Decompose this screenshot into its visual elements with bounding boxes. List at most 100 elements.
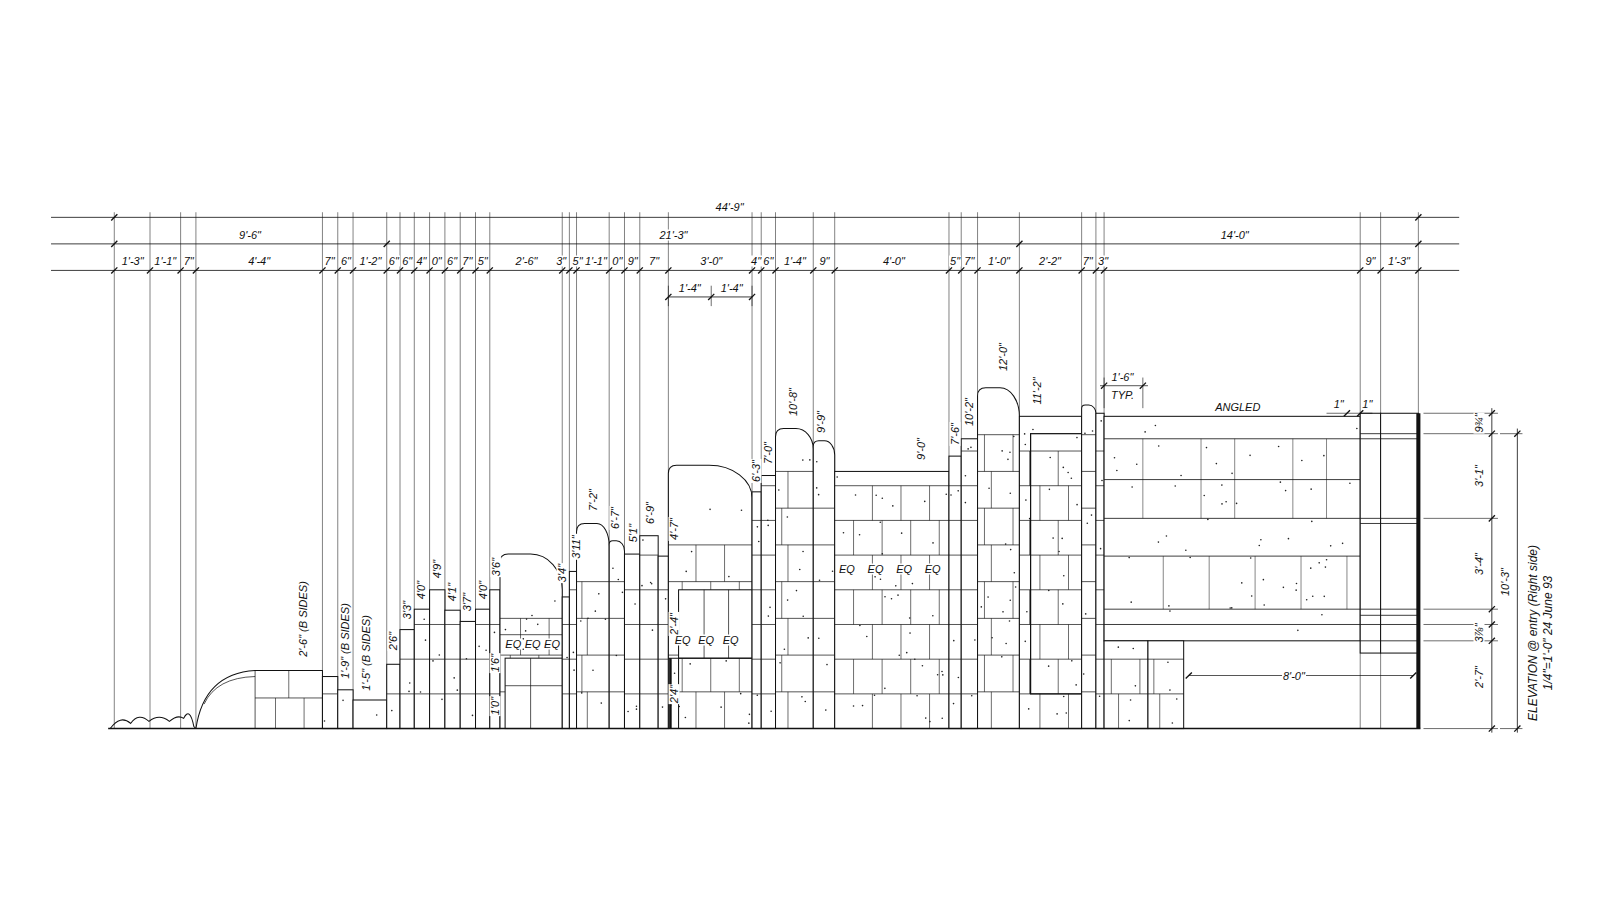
- drawing-line: [1013, 508, 1014, 545]
- dimension-label: 7'-0": [763, 441, 774, 465]
- drawing-line: [1096, 451, 1104, 452]
- stone-speckle: [1015, 586, 1017, 588]
- stone-speckle: [1263, 579, 1265, 581]
- stone-speckle: [1180, 475, 1182, 477]
- stone-speckle: [1009, 451, 1011, 453]
- drawing-line: [724, 692, 725, 729]
- drawing-line: [1104, 479, 1360, 480]
- dimension-label: 3": [555, 256, 567, 267]
- drawing-line: [1100, 385, 1148, 386]
- drawing-line: [581, 655, 582, 692]
- stone-speckle: [769, 607, 771, 609]
- stone-speckle: [965, 475, 967, 477]
- stone-speckle: [843, 532, 845, 534]
- drawing-line: [1491, 408, 1492, 732]
- stone-speckle: [970, 447, 972, 449]
- stone-speckle: [526, 618, 528, 620]
- drawing-line: [457, 267, 463, 273]
- drawing-line: [961, 485, 977, 486]
- stone-speckle: [537, 624, 539, 626]
- drawing-line: [728, 590, 729, 658]
- dimension-label: 3'-4": [1473, 552, 1484, 576]
- stone-column: [476, 609, 490, 728]
- drawing-line: [991, 471, 992, 508]
- drawing-line: [776, 508, 814, 509]
- stone-speckle: [891, 598, 893, 600]
- stone-speckle: [1128, 720, 1130, 722]
- drawing-line: [637, 267, 643, 273]
- stone-speckle: [1032, 429, 1034, 431]
- drawing-line: [710, 655, 711, 692]
- drawing-line: [319, 267, 325, 273]
- drawing-line: [781, 508, 782, 545]
- stone-speckle: [600, 702, 602, 704]
- stone-column: [1096, 413, 1104, 728]
- drawing-line: [961, 693, 977, 694]
- drawing-line: [776, 544, 814, 545]
- drawing-line: [1058, 590, 1059, 625]
- stone-speckle: [1169, 689, 1171, 691]
- dimension-label: 6'-9": [645, 501, 656, 525]
- drawing-line: [606, 267, 612, 273]
- dimension-label: 1": [1333, 399, 1345, 410]
- curved-planter: [196, 670, 323, 728]
- stone-speckle: [1100, 420, 1102, 422]
- drawing-line: [384, 267, 390, 273]
- stone-speckle: [598, 593, 600, 595]
- stone-speckle: [634, 603, 636, 605]
- stone-speckle: [1136, 463, 1138, 465]
- drawing-line: [1423, 609, 1497, 610]
- drawing-line: [624, 589, 639, 590]
- stone-speckle: [1207, 519, 1209, 521]
- stone-speckle: [432, 660, 434, 662]
- dimension-label: 1'6": [489, 653, 500, 673]
- stone-speckle: [1067, 472, 1069, 474]
- drawing-line: [500, 655, 562, 656]
- stone-speckle: [1231, 607, 1233, 609]
- stone-column: [445, 610, 460, 728]
- drawing-line: [787, 471, 788, 508]
- dimension-label: 1'-4": [783, 256, 807, 267]
- stone-column: [752, 492, 761, 729]
- stone-speckle: [748, 722, 750, 724]
- drawing-line: [530, 658, 531, 728]
- drawing-line: [1357, 267, 1363, 273]
- stone-speckle: [1295, 589, 1297, 591]
- dimension-label: 0": [611, 256, 623, 267]
- stone-column: [835, 471, 949, 728]
- equal-spacing-mark: EQ: [924, 564, 942, 575]
- stone-speckle: [438, 654, 440, 656]
- drawing-line: [835, 485, 949, 486]
- stone-speckle: [925, 717, 927, 719]
- drawing-line: [414, 624, 429, 625]
- stone-column: [624, 554, 639, 728]
- drawing-line: [1101, 383, 1107, 389]
- stone-speckle: [1288, 538, 1290, 540]
- stone-column: [460, 621, 475, 728]
- drawing-line: [322, 212, 323, 728]
- drawing-line: [472, 267, 478, 273]
- dimension-label: 1": [1361, 399, 1373, 410]
- stone-speckle: [1176, 698, 1178, 700]
- domed-column: [776, 429, 814, 729]
- drawing-line: [445, 624, 460, 625]
- drawing-line: [752, 589, 761, 590]
- drawing-line: [1186, 672, 1192, 678]
- drawing-line: [752, 693, 761, 694]
- dimension-label: 3'-0": [699, 256, 723, 267]
- dimension-label: 4'-0": [882, 256, 906, 267]
- stone-speckle: [1278, 446, 1280, 448]
- drawing-line: [1039, 486, 1040, 521]
- stone-speckle: [652, 629, 654, 631]
- stone-speckle: [941, 671, 943, 673]
- stone-speckle: [832, 570, 834, 572]
- drawing-line: [1104, 693, 1148, 694]
- drawing-line: [910, 659, 911, 694]
- angled-panel: [1104, 416, 1360, 640]
- stone-speckle: [909, 617, 911, 619]
- dimension-label: 3'4": [557, 563, 568, 583]
- dimension-label: 1'-1": [153, 256, 177, 267]
- stone-speckle: [1071, 477, 1073, 479]
- dimension-label: 9": [818, 256, 830, 267]
- equal-spacing-mark: EQ: [674, 634, 692, 645]
